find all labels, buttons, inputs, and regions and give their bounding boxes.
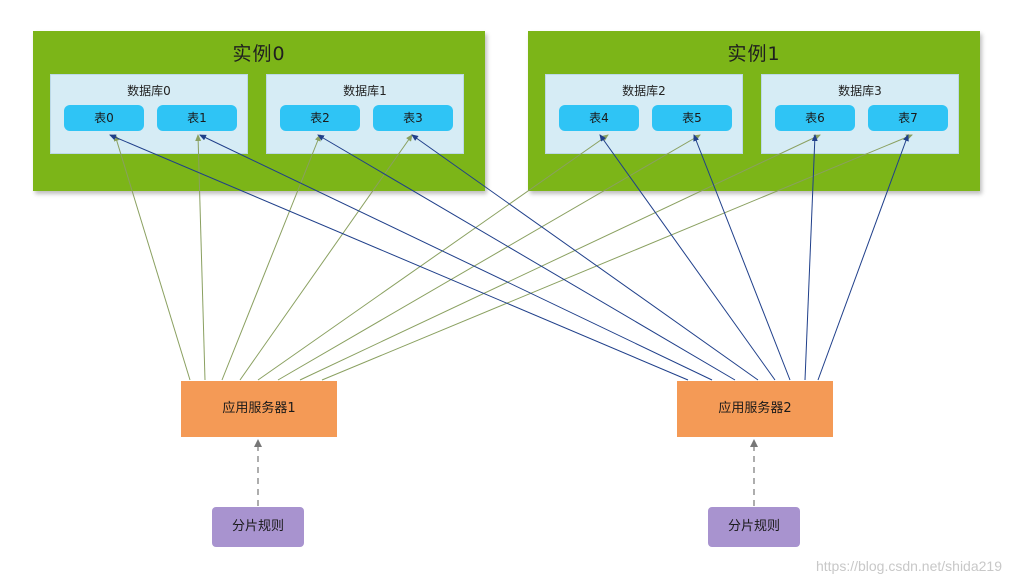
table-5: 表5 [652,105,732,131]
database-0: 数据库0 表0 表1 [50,74,248,154]
table-0: 表0 [64,105,144,131]
database-title: 数据库0 [127,84,171,98]
sharding-rule-1: 分片规则 [212,507,304,547]
database-title: 数据库2 [622,84,666,98]
database-title: 数据库1 [343,84,387,98]
table-7: 表7 [868,105,948,131]
table-1: 表1 [157,105,237,131]
table-2: 表2 [280,105,360,131]
app-server-1: 应用服务器1 [181,381,337,437]
instance-0: 实例0 数据库0 表0 表1 数据库1 表2 表3 [33,31,485,191]
table-6: 表6 [775,105,855,131]
watermark: https://blog.csdn.net/shida219 [815,558,1002,574]
instance-1: 实例1 数据库2 表4 表5 数据库3 表6 表7 [528,31,980,191]
database-3: 数据库3 表6 表7 [761,74,959,154]
sharding-rule-2: 分片规则 [708,507,800,547]
database-2: 数据库2 表4 表5 [545,74,743,154]
database-1: 数据库1 表2 表3 [266,74,464,154]
table-3: 表3 [373,105,453,131]
app-server-2: 应用服务器2 [677,381,833,437]
instance-title: 实例0 [232,43,286,65]
table-4: 表4 [559,105,639,131]
instance-title: 实例1 [727,43,781,65]
database-title: 数据库3 [838,84,882,98]
